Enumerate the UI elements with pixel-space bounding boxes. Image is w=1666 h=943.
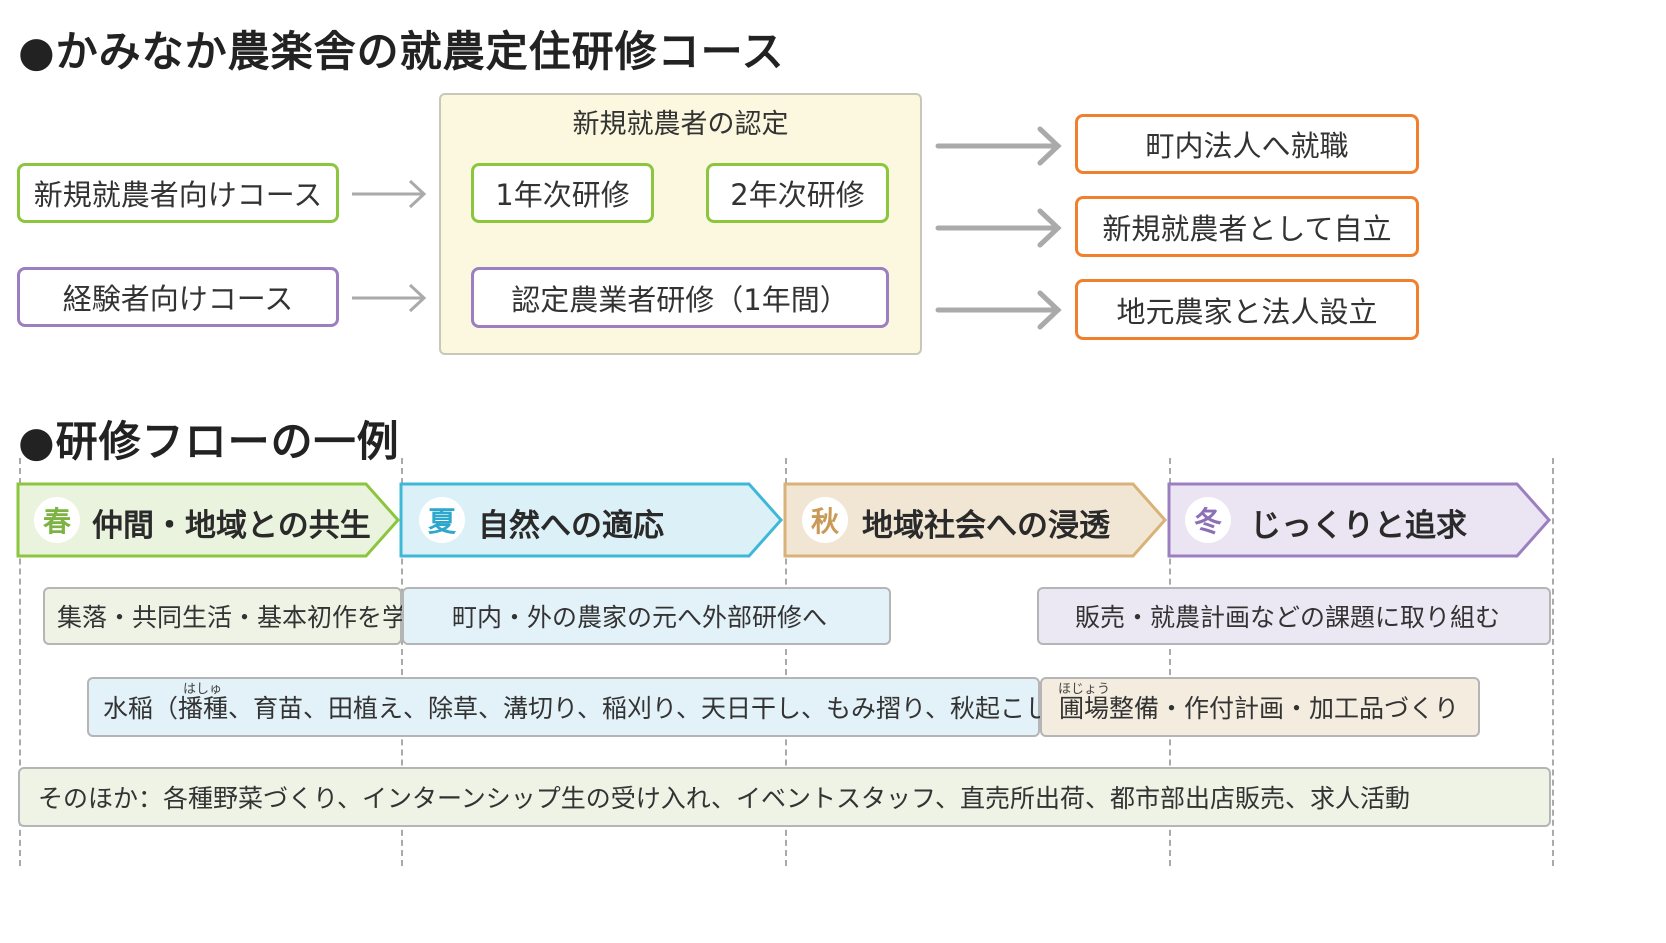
winter-marker: 冬: [1185, 497, 1231, 543]
course-new-farmer: 新規就農者向けコース: [17, 163, 339, 223]
timeline-divider: [1169, 458, 1171, 866]
autumn-marker: 秋: [802, 497, 848, 543]
season-spring-label: 仲間・地域との共生: [92, 508, 371, 544]
season-summer-label: 自然への適応: [478, 508, 664, 544]
activity-bar-rice: 水稲（播種、育苗、田植え、除草、溝切り、稲刈り、天日干し、もみ摺り、秋起こし）: [87, 677, 1075, 737]
course-experienced: 経験者向けコース: [17, 267, 339, 327]
section1-title: ●かみなか農楽舎の就農定住研修コース: [18, 27, 785, 76]
activity-bar-spring: 集落・共同生活・基本初作を学ぶ: [43, 587, 432, 645]
year1-training: 1年次研修: [471, 163, 654, 223]
outcome-independent: 新規就農者として自立: [1075, 196, 1419, 257]
season-summer: 夏: [419, 497, 465, 543]
timeline-divider: [1552, 458, 1554, 866]
activity-bar-summer: 町内・外の農家の元へ外部研修へ: [402, 587, 891, 645]
season-autumn: 秋: [802, 497, 848, 543]
season-spring: 春: [34, 497, 80, 543]
timeline-divider: [785, 458, 787, 866]
season-winter-label: じっくりと追求: [1250, 508, 1467, 544]
certified-farmer-training: 認定農業者研修（1年間）: [471, 267, 889, 328]
outcome-corporation: 地元農家と法人設立: [1075, 279, 1419, 340]
season-chevron: [399, 482, 784, 558]
season-chevron: [783, 482, 1168, 558]
timeline-divider: [19, 458, 21, 866]
season-chevron: [16, 482, 401, 558]
activity-bar-other: そのほか：各種野菜づくり、インターンシップ生の受け入れ、イベントスタッフ、直売所…: [18, 767, 1551, 827]
ruby-hashu: はしゅ: [183, 682, 223, 697]
certification-title: 新規就農者の認定: [572, 109, 789, 140]
outcome-employment: 町内法人へ就職: [1075, 114, 1419, 174]
season-winter: 冬: [1185, 497, 1231, 543]
section2-title: ●研修フローの一例: [18, 417, 400, 466]
summer-marker: 夏: [419, 497, 465, 543]
spring-marker: 春: [34, 497, 80, 543]
season-autumn-label: 地域社会への浸透: [862, 508, 1110, 544]
timeline-divider: [401, 458, 403, 866]
season-chevron: [1167, 482, 1552, 558]
activity-bar-field: 圃場整備・作付計画・加工品づくり: [1040, 677, 1480, 737]
activity-bar-winter: 販売・就農計画などの課題に取り組む: [1037, 587, 1551, 645]
year2-training: 2年次研修: [706, 163, 889, 223]
ruby-hojou: ほじょう: [1058, 682, 1111, 697]
